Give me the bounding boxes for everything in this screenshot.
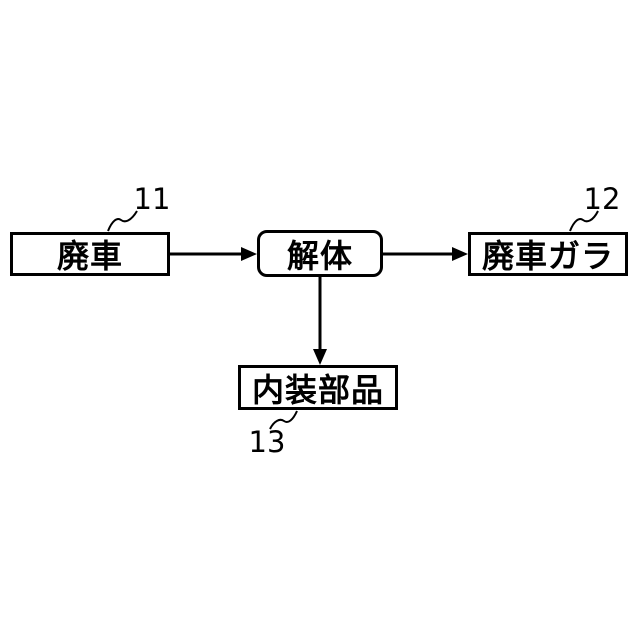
leader-line-12: [569, 210, 599, 232]
node-interior-parts: 内装部品: [238, 365, 398, 410]
ref-numeral-11: 11: [133, 182, 171, 216]
node-dismantling-label: 解体: [286, 236, 353, 275]
node-dismantling: 解体: [257, 230, 383, 277]
arrow-scrap-car-to-dismantling: [170, 247, 257, 261]
node-car-hulk: 廃車ガラ: [468, 232, 628, 276]
arrow-dismantling-to-car-hulk: [383, 247, 468, 261]
node-scrap-car-label: 廃車: [56, 237, 123, 275]
leader-line-13: [269, 410, 298, 430]
leader-line-11: [107, 210, 138, 232]
node-scrap-car: 廃車: [10, 232, 170, 276]
node-car-hulk-label: 廃車ガラ: [481, 237, 614, 275]
node-interior-parts-label: 内装部品: [251, 370, 384, 409]
arrow-dismantling-to-interior-parts: [313, 277, 327, 365]
ref-numeral-12: 12: [583, 182, 621, 216]
ref-numeral-13: 13: [248, 425, 286, 459]
